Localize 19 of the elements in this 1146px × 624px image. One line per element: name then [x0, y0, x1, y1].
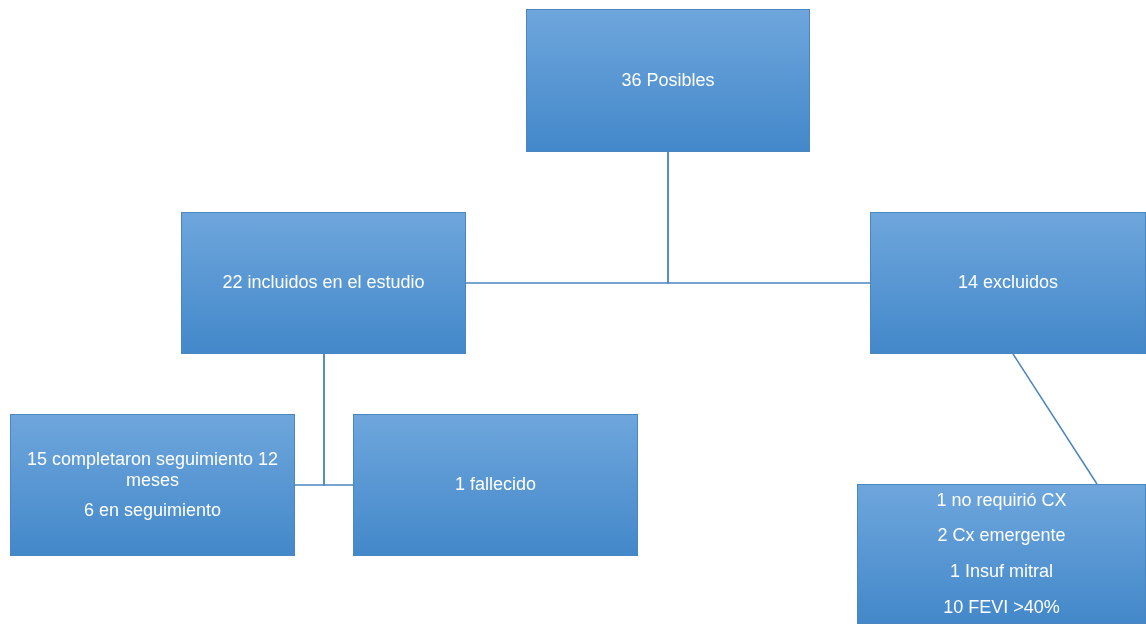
connector-line	[323, 353, 354, 486]
process-box	[181, 212, 466, 354]
box-text: 6 en seguimiento	[82, 499, 223, 522]
box-text: 1 no requirió CX	[935, 489, 1068, 512]
box-text: 14 excluidos	[956, 272, 1060, 294]
box-text: 36 Posibles	[620, 69, 716, 92]
process-box	[857, 484, 1146, 624]
box-text: 2 Cx emergente	[936, 525, 1067, 547]
box-text: 22 incluidos en el estudio	[221, 272, 426, 294]
process-box	[353, 414, 638, 556]
connector-line	[667, 151, 871, 284]
process-box	[10, 414, 295, 556]
box-text: 10 FEVI >40%	[942, 596, 1061, 619]
process-box	[870, 212, 1146, 354]
box-text: 1 Insuf mitral	[948, 561, 1054, 583]
process-box	[526, 9, 810, 152]
connector-line	[1012, 353, 1098, 485]
box-text: 1 fallecido	[453, 474, 538, 496]
box-text: 15 completaron seguimiento 12 meses	[25, 448, 280, 492]
